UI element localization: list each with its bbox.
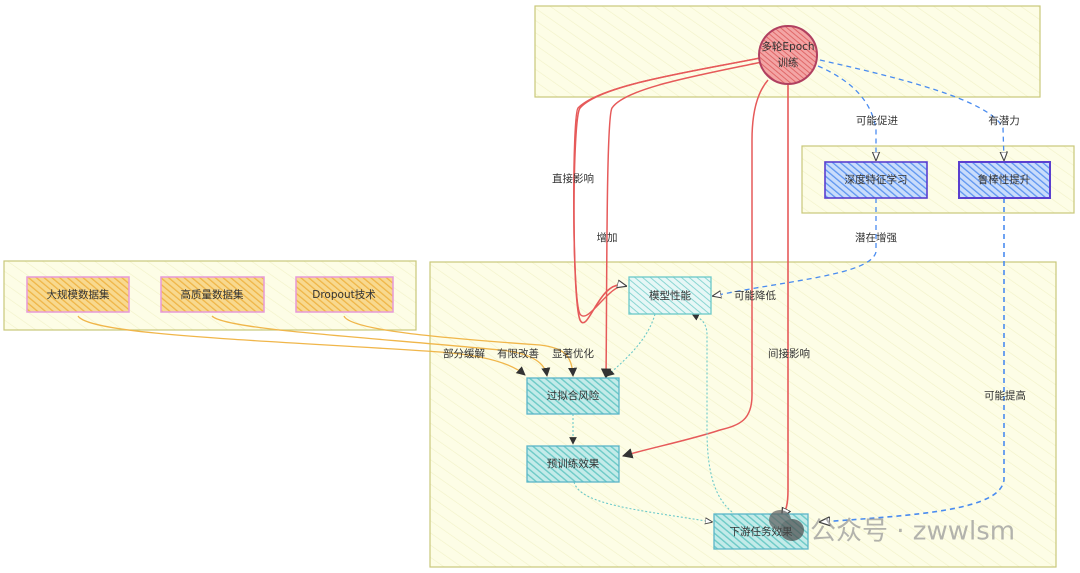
edge-label-significant-optimize: 显著优化 — [552, 347, 594, 360]
edge-epoch-overfit — [600, 61, 763, 380]
edge-downstream-model-perf — [691, 313, 733, 513]
edge-epoch-deep-feature — [817, 65, 876, 160]
node-overfit-risk-label: 过拟合风险 — [547, 389, 600, 402]
node-model-perf-label: 模型性能 — [649, 289, 691, 302]
node-robustness-label: 鲁棒性提升 — [978, 173, 1031, 186]
node-epoch-label-line2: 训练 — [778, 56, 799, 69]
edge-epoch-model-perf-line — [573, 57, 761, 317]
watermark: 公众号 · zwwlsm — [769, 510, 1015, 547]
watermark-text: 公众号 · zwwlsm — [810, 517, 1015, 547]
node-large-dataset-label: 大规模数据集 — [47, 288, 110, 301]
edge-label-may-reduce: 可能降低 — [734, 289, 776, 302]
node-quality-dataset-label: 高质量数据集 — [181, 288, 244, 301]
node-dropout[interactable]: Dropout技术 — [295, 276, 394, 313]
node-dropout-label: Dropout技术 — [312, 288, 376, 301]
edge-epoch-pretrain — [621, 79, 769, 459]
edge-label-may-improve: 可能提高 — [984, 389, 1026, 402]
node-epoch-label-line1: 多轮Epoch — [761, 40, 814, 53]
edge-dropout-overfit — [343, 315, 578, 377]
edge-model-perf-overfit — [606, 313, 656, 377]
edge-quality-dataset-overfit — [211, 315, 551, 377]
node-robustness[interactable]: 鲁棒性提升 — [958, 161, 1051, 199]
edge-label-limited-improve: 有限改善 — [497, 347, 539, 360]
node-large-dataset[interactable]: 大规模数据集 — [26, 276, 130, 313]
edge-label-has-potential: 有潜力 — [988, 114, 1020, 127]
node-deep-feature-label: 深度特征学习 — [845, 173, 908, 186]
edge-label-increase: 增加 — [597, 231, 618, 244]
node-model-performance[interactable]: 模型性能 — [628, 276, 712, 315]
node-epoch-training[interactable]: 多轮Epoch 训练 — [758, 25, 818, 85]
edge-label-indirect-impact: 间接影响 — [768, 347, 810, 360]
wechat-icon — [769, 510, 804, 541]
edge-pretrain-downstream — [573, 481, 712, 522]
edge-label-partial-relief: 部分缓解 — [443, 347, 485, 360]
edge-deep-feature-model-perf — [713, 198, 877, 296]
node-pretrain-effect[interactable]: 预训练效果 — [526, 445, 620, 483]
node-overfit-risk[interactable]: 过拟合风险 — [526, 377, 620, 415]
edge-robustness-downstream — [820, 198, 1005, 522]
node-deep-feature-learning[interactable]: 深度特征学习 — [824, 161, 928, 199]
node-pretrain-effect-label: 预训练效果 — [547, 457, 600, 470]
edge-label-potential-enhance: 潜在增强 — [855, 231, 897, 244]
edge-label-direct-impact: 直接影响 — [552, 172, 594, 185]
edge-label-may-promote: 可能促进 — [856, 114, 898, 127]
edge-large-dataset-overfit — [77, 315, 526, 376]
edge-epoch-robustness — [819, 59, 1004, 160]
node-quality-dataset[interactable]: 高质量数据集 — [160, 276, 265, 313]
